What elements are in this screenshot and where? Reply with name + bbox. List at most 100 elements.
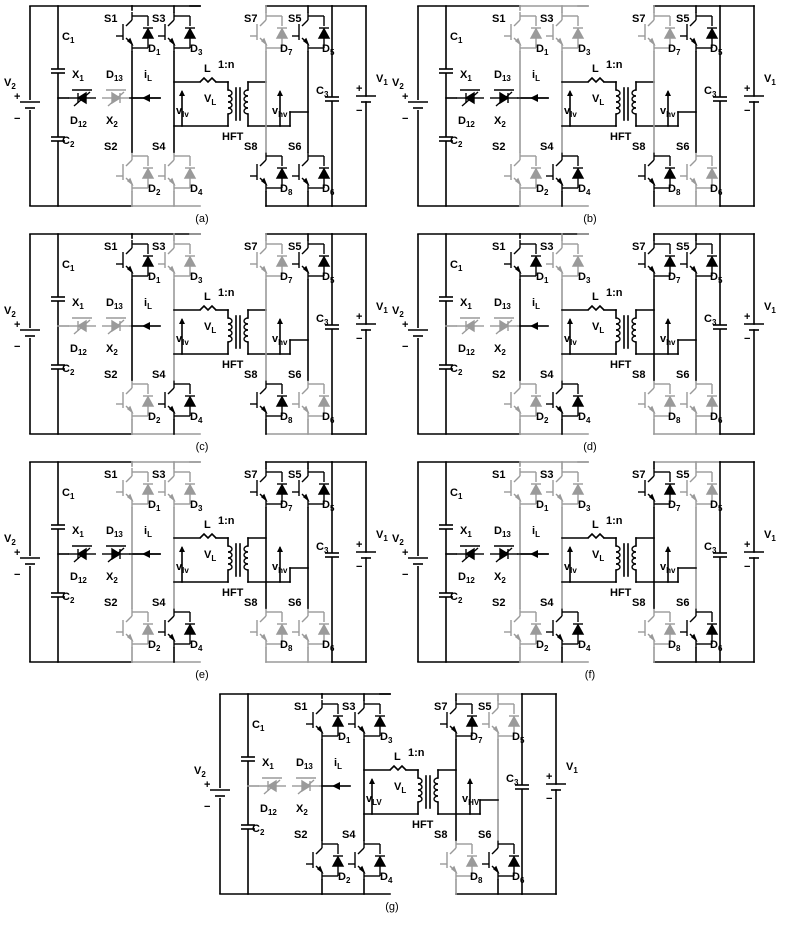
label-x1: X1 — [460, 297, 472, 311]
switch-s2 — [504, 152, 543, 192]
capacitor-c2 — [51, 136, 65, 142]
switch-s3 — [546, 240, 585, 280]
label-x1: X1 — [460, 525, 472, 539]
panel-caption: (g) — [385, 901, 398, 913]
capacitor-c1 — [439, 68, 453, 74]
label-c1: C1 — [450, 259, 463, 273]
label-s7: S7 — [244, 469, 257, 481]
switch-s3 — [158, 240, 197, 280]
switch-s8 — [638, 608, 677, 648]
switch-s1 — [504, 468, 543, 508]
switch-s6 — [292, 152, 331, 192]
label-s5: S5 — [676, 469, 689, 481]
label-s3: S3 — [540, 469, 553, 481]
switch-s7 — [440, 700, 479, 740]
label-c3: C3 — [316, 313, 329, 327]
arrow-vlv — [567, 90, 573, 96]
switch-s5 — [680, 468, 719, 508]
label-d13: D13 — [106, 69, 123, 83]
polarity-plus-v2: + — [402, 547, 408, 559]
label-vl: VL — [204, 93, 216, 107]
switch-s7 — [638, 468, 677, 508]
label-s4: S4 — [152, 369, 166, 381]
switch-s7 — [638, 240, 677, 280]
polarity-minus-v2: − — [14, 113, 20, 125]
label-d8: D8 — [280, 411, 293, 425]
label-s3: S3 — [540, 13, 553, 25]
battery-v1 — [744, 551, 764, 559]
label-s7: S7 — [632, 13, 645, 25]
label-d5: D5 — [322, 271, 335, 285]
label-d3: D3 — [578, 499, 591, 513]
arrow-vlv — [567, 546, 573, 552]
label-d7: D7 — [668, 271, 681, 285]
label-d13: D13 — [494, 525, 511, 539]
label-d12: D12 — [70, 343, 87, 357]
label-d7: D7 — [668, 499, 681, 513]
switch-s2 — [504, 608, 543, 648]
panel-caption: (c) — [196, 441, 209, 453]
panel-caption: (a) — [195, 213, 208, 225]
label-d4: D4 — [578, 639, 591, 653]
capacitor-c2 — [439, 592, 453, 598]
switch-x1 — [456, 317, 484, 335]
switch-s4 — [546, 152, 585, 192]
label-s4: S4 — [152, 597, 166, 609]
label-d3: D3 — [190, 499, 203, 513]
polarity-minus-v2: − — [204, 801, 210, 813]
switch-s5 — [680, 12, 719, 52]
label-x1: X1 — [72, 525, 84, 539]
label-vl: VL — [592, 93, 604, 107]
label-il: iL — [144, 69, 152, 83]
arrow-vhv — [665, 318, 671, 324]
label-d8: D8 — [668, 411, 681, 425]
switch-s8 — [638, 152, 677, 192]
label-x2: X2 — [494, 343, 506, 357]
label-x1: X1 — [72, 69, 84, 83]
label-d8: D8 — [280, 639, 293, 653]
label-d8: D8 — [280, 183, 293, 197]
label-c1: C1 — [62, 31, 75, 45]
switch-s7 — [250, 240, 289, 280]
label-d1: D1 — [148, 43, 161, 57]
label-s7: S7 — [434, 701, 447, 713]
battery-v1 — [356, 95, 376, 103]
arrow-vhv — [665, 546, 671, 552]
label-d12: D12 — [458, 571, 475, 585]
label-d4: D4 — [578, 183, 591, 197]
label-x2: X2 — [296, 803, 308, 817]
label-v2: V2 — [4, 77, 16, 91]
label-l: L — [592, 63, 599, 75]
label-d5: D5 — [512, 731, 525, 745]
label-vl: VL — [394, 781, 406, 795]
switch-x2 — [490, 317, 518, 335]
label-vhv: vhv — [272, 105, 288, 119]
label-l: L — [394, 751, 401, 763]
battery-v2 — [20, 101, 40, 109]
capacitor-c2 — [439, 136, 453, 142]
polarity-minus-v1: − — [546, 793, 552, 805]
switch-s6 — [680, 608, 719, 648]
label-l: L — [204, 519, 211, 531]
label-s5: S5 — [478, 701, 491, 713]
capacitor-c3 — [325, 96, 339, 102]
label-turns-ratio: 1:n — [218, 515, 235, 527]
label-v1: V1 — [764, 73, 776, 87]
capacitor-c1 — [51, 68, 65, 74]
label-x2: X2 — [494, 115, 506, 129]
switch-s4 — [348, 840, 387, 880]
label-v1: V1 — [566, 761, 578, 775]
label-d7: D7 — [280, 499, 293, 513]
arrow-vlv — [369, 778, 375, 784]
arrow-vhv — [277, 546, 283, 552]
label-c1: C1 — [62, 487, 75, 501]
label-d12: D12 — [458, 115, 475, 129]
switch-s3 — [348, 700, 387, 740]
label-hft: HFT — [610, 131, 632, 143]
label-d6: D6 — [710, 639, 723, 653]
current-arrow — [530, 550, 538, 558]
polarity-plus-v2: + — [204, 779, 210, 791]
